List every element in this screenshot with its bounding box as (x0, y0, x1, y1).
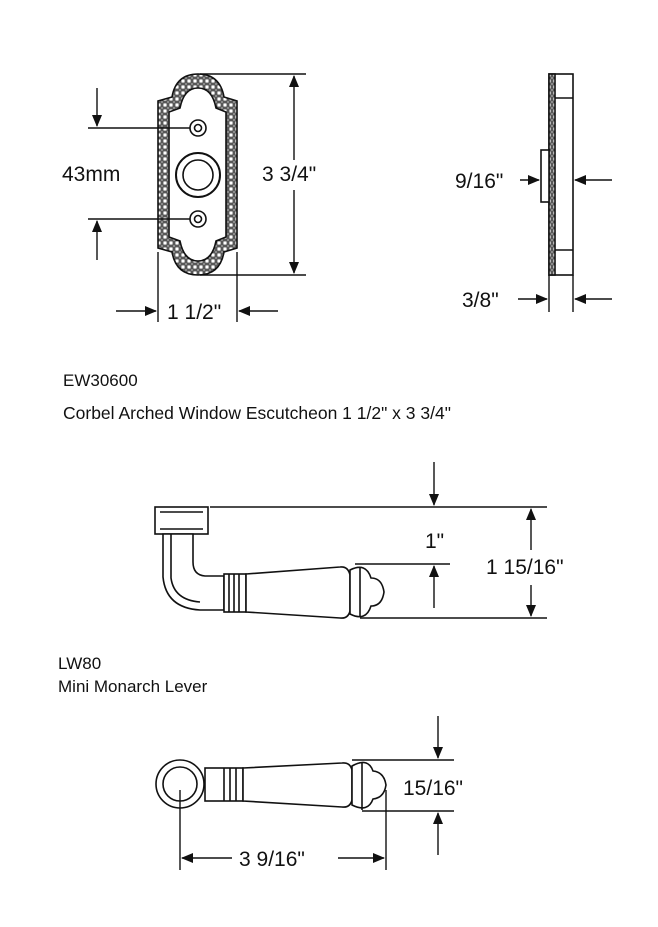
escutcheon-code: EW30600 (63, 371, 138, 390)
side-beaded-edge (548, 73, 556, 276)
side-boss (540, 149, 550, 203)
lever-end-cap (349, 566, 385, 618)
escutcheon-side-view (540, 73, 574, 276)
escutcheon-title: Corbel Arched Window Escutcheon 1 1/2" x… (63, 403, 451, 423)
spindle-hole (175, 152, 221, 198)
lever-collar (223, 573, 247, 613)
rose (154, 506, 209, 535)
thickness-dimension (518, 275, 612, 312)
lever-title: Mini Monarch Lever (58, 677, 208, 696)
handle-diameter-label: 1" (425, 530, 444, 553)
height-label: 3 3/4" (262, 163, 316, 186)
overall-projection-dimension (210, 462, 547, 619)
height-dimension (200, 73, 306, 276)
lever-top-view (155, 759, 387, 810)
escutcheon-front-view (157, 73, 238, 276)
top-diameter-dimension (352, 716, 454, 855)
thickness-label: 3/8" (462, 289, 499, 312)
top-diameter-label: 15/16" (403, 777, 463, 800)
hole-spacing-dimension (88, 88, 190, 260)
width-dimension (116, 252, 278, 322)
lever-code: LW80 (58, 654, 102, 673)
handle-diameter-dimension (355, 563, 450, 608)
hole-spacing-label: 43mm (62, 163, 120, 186)
side-projection-label: 9/16" (455, 170, 503, 193)
top-handle (242, 762, 353, 808)
lever-neck (162, 533, 225, 611)
length-label: 3 9/16" (239, 848, 305, 871)
escutcheon-inner-panel (168, 87, 227, 262)
lever-side-view (154, 506, 385, 619)
lever-handle (245, 566, 351, 619)
overall-projection-label: 1 15/16" (486, 556, 564, 579)
length-dimension (179, 790, 387, 870)
top-end-cap (351, 761, 387, 809)
width-label: 1 1/2" (167, 301, 221, 324)
